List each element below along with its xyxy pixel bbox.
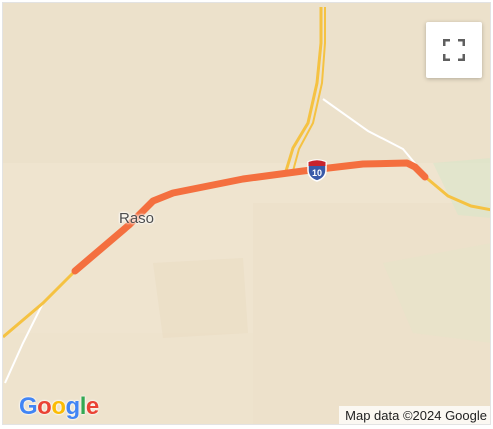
minor-road	[322, 98, 424, 174]
logo-letter: l	[79, 393, 87, 420]
interstate-shield: 10	[306, 158, 328, 187]
green-area	[383, 243, 490, 343]
logo-letter: g	[65, 393, 81, 420]
logo-letter: o	[51, 393, 66, 420]
shield-top	[308, 160, 326, 166]
terrain-texture	[153, 258, 248, 338]
highway-north-edge	[292, 7, 326, 172]
terrain-patch	[3, 333, 253, 424]
map-container[interactable]: 10 Raso Google Map data ©2024 Google	[2, 2, 491, 425]
highway-east	[422, 173, 490, 212]
highway-north	[284, 7, 323, 172]
google-logo[interactable]: Google	[19, 395, 99, 419]
shield-number: 10	[312, 168, 322, 178]
highway-southwest	[3, 269, 77, 339]
fullscreen-button[interactable]	[426, 22, 482, 78]
map-canvas[interactable]	[3, 3, 491, 425]
terrain-patch	[3, 3, 490, 163]
logo-letter: o	[37, 393, 52, 420]
green-area	[433, 158, 490, 218]
traffic-route	[71, 159, 429, 275]
place-label-raso: Raso	[119, 210, 155, 227]
logo-letter: G	[19, 393, 38, 420]
fullscreen-icon	[443, 39, 465, 61]
logo-letter: e	[85, 393, 99, 420]
map-attribution[interactable]: Map data ©2024 Google	[339, 406, 490, 424]
